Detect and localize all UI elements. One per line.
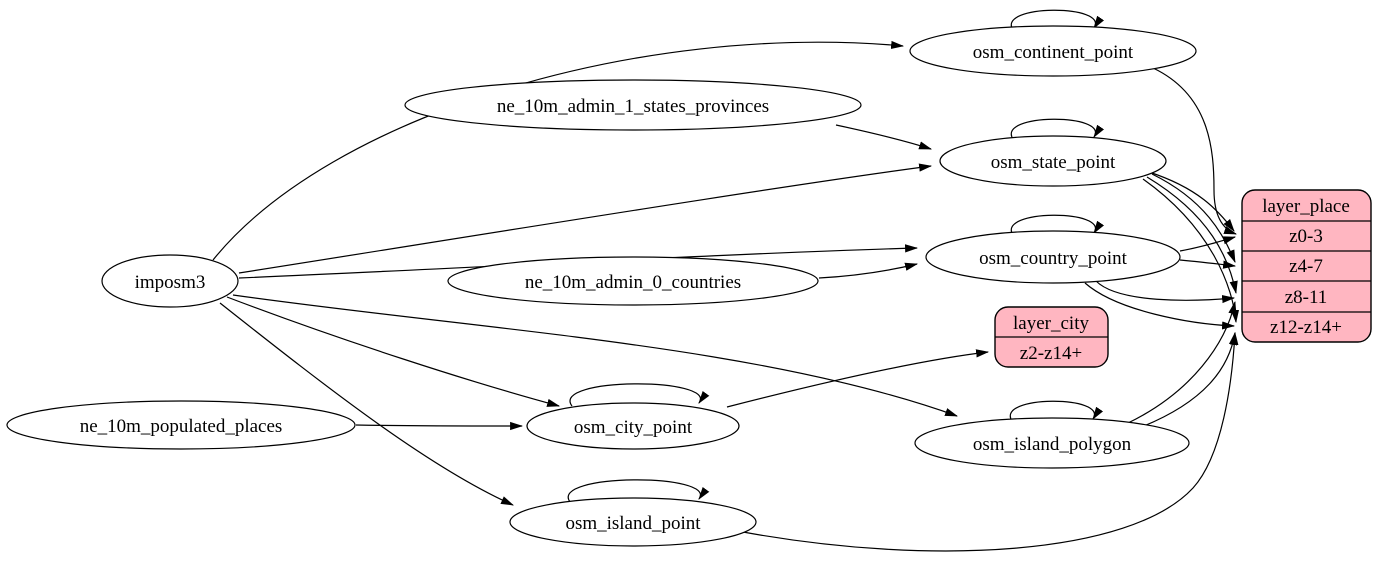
- ne-10m-admin-0-shape: [447, 256, 819, 306]
- ne-10m-populated-places-shape: [6, 400, 356, 450]
- osm-island-point-shape: [509, 497, 757, 547]
- node-ne-10m-admin-1-states-provinces: ne_10m_admin_1_states_provinces: [404, 79, 862, 131]
- osm-island-point-label: osm_island_point: [565, 513, 701, 534]
- edge-ne_10m_populated_places-osm_city_point: [355, 421, 524, 431]
- edge-osm_country_point-layer_place-z4-7: [1179, 259, 1237, 269]
- edge-imposm3-osm_continent_point: [212, 40, 905, 261]
- osm-continent-point-shape: [909, 25, 1197, 77]
- edge-osm_country_point-layer_place-z0-3: [1179, 236, 1237, 252]
- layer-city-title: layer_city: [1013, 313, 1089, 334]
- self-loop-osm_city_point: [569, 383, 710, 407]
- node-osm-island-point: osm_island_point: [509, 497, 757, 547]
- osm-country-point-shape: [925, 230, 1181, 284]
- edge-osm_state_point-layer_place-z4-7: [1151, 173, 1236, 264]
- osm-country-point-label: osm_country_point: [979, 248, 1127, 269]
- ne-10m-admin-0-label: ne_10m_admin_0_countries: [525, 272, 741, 293]
- edge-osm_city_point-layer_city-z2-z14: [726, 349, 990, 408]
- node-layer-city: layer_city z2-z14+: [994, 306, 1109, 368]
- node-osm-country-point: osm_country_point: [925, 230, 1181, 284]
- edges-group: [212, 9, 1240, 552]
- node-osm-continent-point: osm_continent_point: [909, 25, 1197, 77]
- osm-state-point-shape: [939, 135, 1167, 187]
- edge-osm_state_point-layer_place-z8-11: [1146, 176, 1238, 295]
- edge-osm_island_polygon-layer_place-z12-z14: [1138, 331, 1238, 429]
- node-osm-island-polygon: osm_island_polygon: [914, 417, 1190, 469]
- edge-osm_country_point-layer_place-z12-z14: [1084, 282, 1236, 330]
- osm-continent-point-label: osm_continent_point: [973, 42, 1134, 63]
- layer-place-row-z0-3: z0-3: [1289, 226, 1323, 247]
- edge-osm_state_point-layer_place-z0-3: [1148, 171, 1235, 232]
- node-ne-10m-admin-0-countries: ne_10m_admin_0_countries: [447, 256, 819, 306]
- layer-place-shape: [1241, 189, 1372, 343]
- edge-ne_10m_admin_0_countries-osm_country_point: [818, 262, 919, 279]
- ne-10m-admin-1-shape: [404, 79, 862, 131]
- self-loop-osm_state_point: [1010, 118, 1105, 140]
- imposm3-label: imposm3: [135, 272, 206, 293]
- self-loop-osm_island_polygon: [1009, 400, 1104, 422]
- self-loop-osm_island_point: [567, 479, 710, 503]
- edge-imposm3-osm_state_point: [238, 163, 933, 274]
- osm-city-point-shape: [526, 402, 740, 450]
- edge-osm_continent_point-layer_place-z0-3: [1152, 67, 1238, 235]
- node-ne-10m-populated-places: ne_10m_populated_places: [6, 400, 356, 450]
- osm-city-point-label: osm_city_point: [574, 417, 693, 438]
- edge-imposm3-osm_island_point: [219, 302, 514, 506]
- layer-place-row-z12-z14: z12-z14+: [1270, 317, 1342, 338]
- node-osm-state-point: osm_state_point: [939, 135, 1167, 187]
- edge-ne_10m_admin_1_states_provinces-osm_state_point: [835, 124, 933, 150]
- osm-state-point-label: osm_state_point: [991, 152, 1116, 173]
- node-layer-place: layer_place z0-3 z4-7 z8-11 z12-z14+: [1241, 189, 1372, 343]
- layer-place-row-z4-7: z4-7: [1289, 256, 1323, 277]
- node-imposm3: imposm3: [101, 254, 239, 308]
- layer-city-row-z2-z14: z2-z14+: [1020, 343, 1082, 364]
- osm-island-polygon-shape: [914, 417, 1190, 469]
- edge-imposm3-osm_island_polygon: [232, 294, 959, 417]
- edge-osm_country_point-layer_place-z8-11: [1095, 280, 1236, 304]
- imposm3-shape: [101, 254, 239, 308]
- edge-imposm3-osm_city_point: [226, 296, 561, 407]
- node-osm-city-point: osm_city_point: [526, 402, 740, 450]
- self-loop-osm_country_point: [1010, 214, 1105, 236]
- layer-place-title: layer_place: [1262, 196, 1350, 217]
- ne-10m-populated-places-label: ne_10m_populated_places: [80, 416, 283, 437]
- layer-place-row-z8-11: z8-11: [1285, 287, 1328, 308]
- edge-osm_island_polygon-layer_place-z8-11: [1127, 300, 1237, 424]
- edge-osm_island_point-layer_place-z12-z14: [742, 331, 1239, 552]
- ne-10m-admin-1-label: ne_10m_admin_1_states_provinces: [497, 96, 769, 117]
- osm-island-polygon-label: osm_island_polygon: [973, 434, 1132, 455]
- self-loop-osm_continent_point: [1010, 9, 1105, 31]
